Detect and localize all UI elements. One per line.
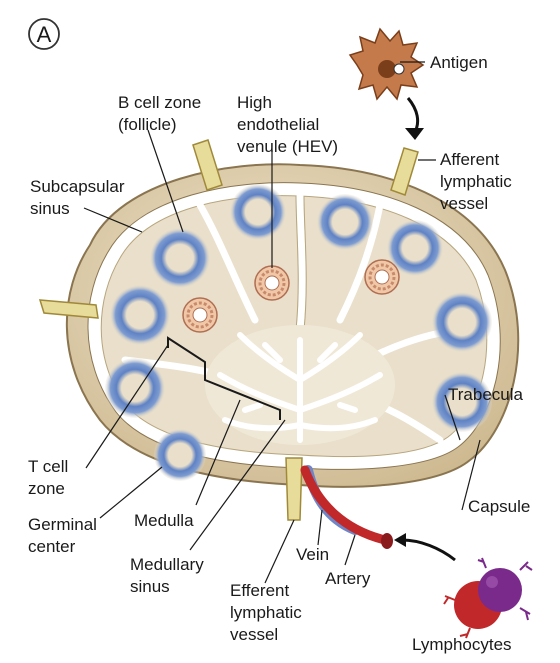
label-efferent-2: lymphatic (230, 603, 302, 622)
label-vein: Vein (296, 545, 329, 564)
medulla-bracket (204, 375, 281, 420)
label-trabecula: Trabecula (448, 385, 524, 404)
follicle (154, 429, 206, 481)
label-medulla: Medulla (134, 511, 194, 530)
label-germinal-center-1: Germinal (28, 515, 97, 534)
label-subcapsular-2: sinus (30, 199, 70, 218)
lymphocyte-arrow (401, 538, 456, 562)
efferent-vessel (285, 457, 303, 521)
antigen-arrow (406, 97, 420, 133)
afferent-lymphatic-vessels (38, 139, 419, 319)
antigen-arrowhead (405, 128, 424, 140)
medullary-sinus (217, 332, 383, 443)
trabeculae-edges (295, 195, 307, 331)
panel-letter: A (37, 22, 52, 47)
label-b-cell-zone-1: B cell zone (118, 93, 201, 112)
panel-letter-badge: A (28, 18, 60, 50)
lymphocytes (443, 557, 533, 639)
follicle (230, 184, 286, 240)
hev (182, 297, 218, 333)
label-t-cell-zone-1: T cell (28, 457, 68, 476)
label-subcapsular-1: Subcapsular (30, 177, 125, 196)
follicle (105, 358, 165, 418)
label-germinal-center-2: center (28, 537, 76, 556)
label-b-cell-zone-2: (follicle) (118, 115, 177, 134)
artery (300, 465, 390, 545)
afferent-vessel (192, 139, 223, 191)
t-cell-zone-bracket (167, 336, 206, 375)
antigen-cell (348, 27, 425, 101)
afferent-vessel (390, 147, 419, 196)
follicle (387, 220, 443, 276)
artery-end (381, 533, 393, 549)
hev (364, 259, 400, 295)
label-artery: Artery (325, 569, 371, 588)
label-hev-2: endothelial (237, 115, 319, 134)
label-capsule: Capsule (468, 497, 530, 516)
label-efferent-3: vessel (230, 625, 278, 644)
label-hev-3: venule (HEV) (237, 137, 338, 156)
label-medullary-sinus-2: sinus (130, 577, 170, 596)
follicle (110, 285, 170, 345)
label-afferent-2: lymphatic (440, 172, 512, 191)
label-efferent-1: Efferent (230, 581, 290, 600)
follicle (317, 194, 373, 250)
hev-vessels (182, 259, 400, 333)
label-hev-1: High (237, 93, 272, 112)
follicle (432, 372, 492, 432)
label-afferent-3: vessel (440, 194, 488, 213)
lymphocyte-arrowhead (394, 533, 406, 547)
leader-lines (83, 61, 481, 584)
label-medullary-sinus-1: Medullary (130, 555, 204, 574)
label-antigen: Antigen (430, 53, 488, 72)
labels: Antigen B cell zone (follicle) High endo… (28, 53, 530, 654)
follicle (150, 228, 210, 288)
afferent-vessel (38, 299, 99, 319)
antigen-particle (393, 63, 405, 75)
label-afferent-1: Afferent (440, 150, 500, 169)
label-t-cell-zone-2: zone (28, 479, 65, 498)
follicle (432, 292, 492, 352)
lymphocyte-purple (478, 568, 522, 612)
label-lymphocytes: Lymphocytes (412, 635, 512, 654)
hev (254, 265, 290, 301)
